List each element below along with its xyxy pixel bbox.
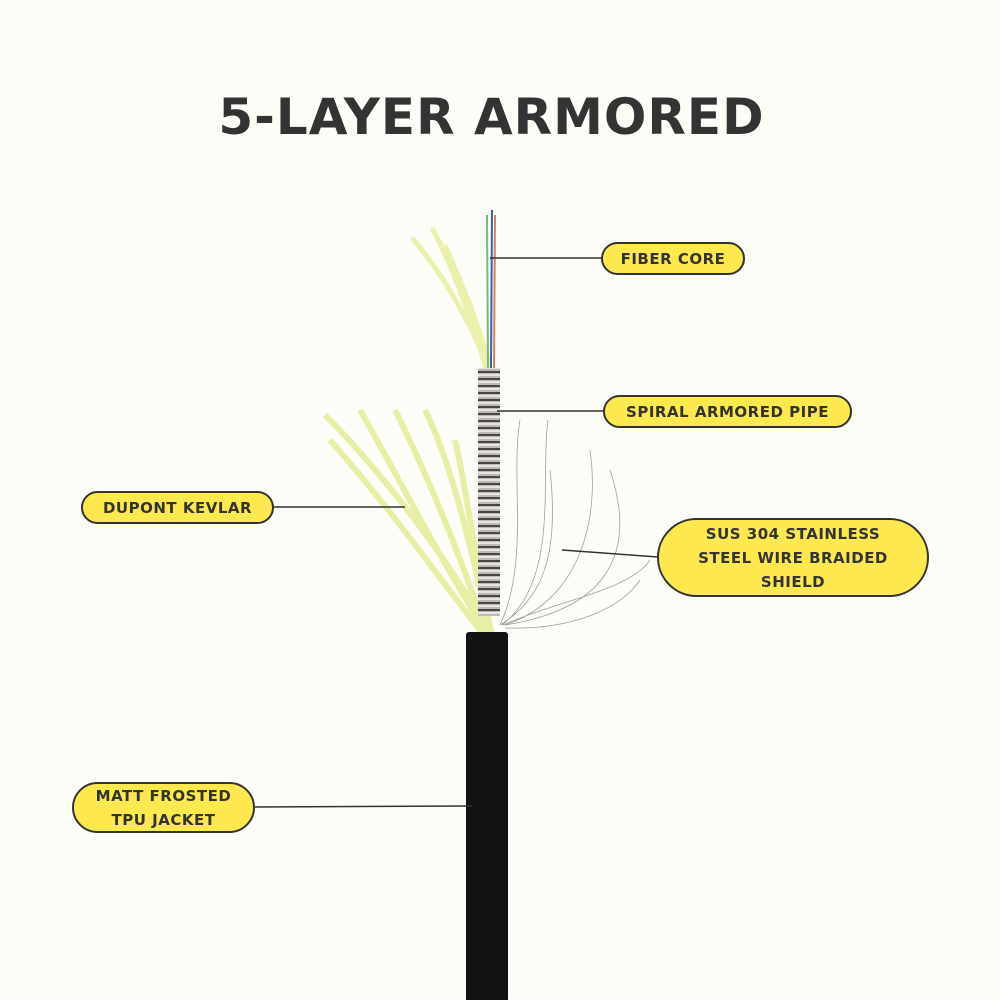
kevlar-lower-strands xyxy=(322,408,495,637)
label-text: TPU JACKET xyxy=(111,810,216,829)
page-title: 5-LAYER ARMORED xyxy=(218,88,765,146)
label-text: SUS 304 STAINLESS xyxy=(705,524,881,543)
kevlar-upper-strands xyxy=(410,226,493,369)
label-text: DUPONT KEVLAR xyxy=(102,498,253,517)
tpu-jacket xyxy=(466,632,508,1000)
label-fiber-core: FIBER CORE xyxy=(601,242,745,275)
steel-braid-wires xyxy=(499,419,651,629)
label-text: STEEL WIRE BRAIDED xyxy=(698,548,888,567)
leader-lines xyxy=(253,257,659,808)
fiber-orange xyxy=(493,214,496,371)
label-text: MATT FROSTED xyxy=(95,786,232,805)
fiber-green xyxy=(486,214,489,371)
label-text: SPIRAL ARMORED PIPE xyxy=(626,402,829,421)
label-text: FIBER CORE xyxy=(620,249,726,268)
label-text: SHIELD xyxy=(760,572,826,591)
spiral-armored-pipe xyxy=(478,368,500,616)
label-braided-shield: SUS 304 STAINLESS STEEL WIRE BRAIDED SHI… xyxy=(657,518,929,597)
label-spiral-armored-pipe: SPIRAL ARMORED PIPE xyxy=(603,395,852,428)
label-dupont-kevlar: DUPONT KEVLAR xyxy=(81,491,274,524)
fiber-blue xyxy=(490,209,493,371)
label-tpu-jacket: MATT FROSTED TPU JACKET xyxy=(72,782,255,833)
